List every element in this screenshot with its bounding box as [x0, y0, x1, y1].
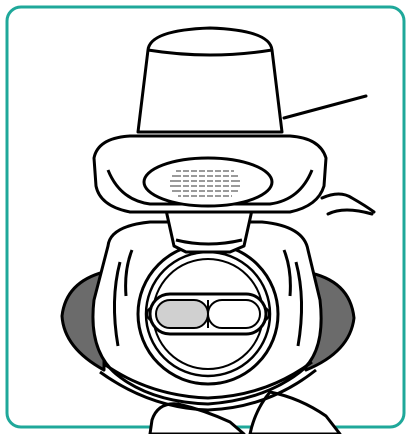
mesh-dots-vertical: [181, 166, 231, 200]
window-left-pane: [155, 299, 209, 329]
window-right-pane: [207, 299, 261, 329]
cord-lines: [282, 94, 376, 216]
mouthpiece-cap-icon: [136, 26, 284, 134]
dose-window-icon: [136, 242, 280, 386]
fingers-icon: [148, 390, 342, 434]
mouthpiece-flange: [92, 134, 328, 214]
connector-collar: [164, 208, 254, 254]
